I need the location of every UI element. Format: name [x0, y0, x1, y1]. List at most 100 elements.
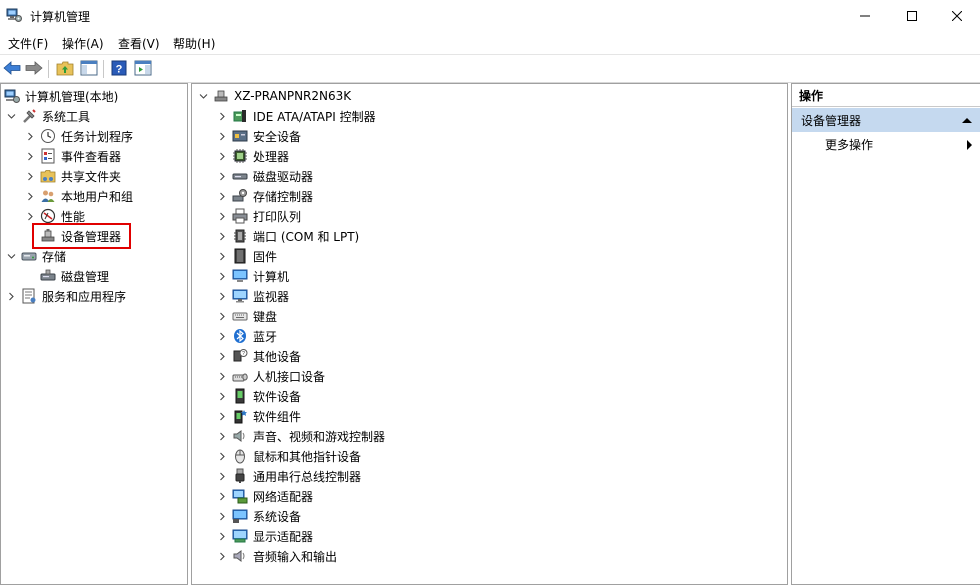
chevron-right-icon[interactable]: [24, 186, 36, 206]
device-category-label: 声音、视频和游戏控制器: [253, 429, 386, 444]
tree-item-root[interactable]: 计算机管理(本地): [4, 86, 118, 106]
up-button[interactable]: [55, 59, 75, 79]
chevron-right-icon[interactable]: [216, 366, 228, 386]
chevron-right-icon[interactable]: [216, 206, 228, 226]
chevron-down-icon[interactable]: [197, 86, 209, 106]
device-category-row[interactable]: 鼠标和其他指针设备: [216, 446, 361, 466]
chevron-right-icon[interactable]: [216, 306, 228, 326]
device-category-row[interactable]: 蓝牙: [216, 326, 277, 346]
device-tree-root[interactable]: XZ-PRANPNR2N63K: [197, 86, 351, 106]
other-device-icon: ?: [232, 348, 248, 364]
chevron-right-icon[interactable]: [216, 146, 228, 166]
chevron-right-icon[interactable]: [216, 346, 228, 366]
device-category-row[interactable]: 系统设备: [216, 506, 301, 526]
chevron-right-icon[interactable]: [216, 426, 228, 446]
device-category-row[interactable]: 监视器: [216, 286, 289, 306]
device-category-row[interactable]: 磁盘驱动器: [216, 166, 313, 186]
chevron-right-icon[interactable]: [216, 266, 228, 286]
device-category-row[interactable]: IDE ATA/ATAPI 控制器: [216, 106, 376, 126]
device-category-row[interactable]: ?其他设备: [216, 346, 301, 366]
device-category-row[interactable]: 打印队列: [216, 206, 301, 226]
more-actions-item[interactable]: 更多操作: [792, 133, 980, 155]
device-category-label: 鼠标和其他指针设备: [253, 449, 362, 464]
collapse-triangle-icon[interactable]: [962, 118, 972, 123]
chevron-right-icon[interactable]: [216, 546, 228, 566]
device-category-row[interactable]: 固件: [216, 246, 277, 266]
device-category-label: 蓝牙: [253, 329, 278, 344]
chevron-right-icon[interactable]: [24, 146, 36, 166]
tree-item-system-tools[interactable]: 系统工具: [5, 106, 90, 126]
actions-section-device-manager[interactable]: 设备管理器: [792, 108, 980, 132]
menu-help[interactable]: 帮助(H): [173, 37, 216, 51]
help-button[interactable]: ?: [109, 59, 129, 79]
chevron-right-icon[interactable]: [216, 226, 228, 246]
device-category-row[interactable]: 键盘: [216, 306, 277, 326]
show-hide-tree-button[interactable]: [79, 59, 99, 79]
maximize-button[interactable]: [889, 0, 935, 31]
device-category-row[interactable]: 通用串行总线控制器: [216, 466, 361, 486]
device-category-row[interactable]: 人机接口设备: [216, 366, 325, 386]
device-category-row[interactable]: 显示适配器: [216, 526, 313, 546]
chevron-right-icon[interactable]: [216, 106, 228, 126]
chevron-right-icon[interactable]: [216, 186, 228, 206]
computer-name: XZ-PRANPNR2N63K: [234, 89, 352, 103]
device-category-label: 存储控制器: [253, 189, 314, 204]
chevron-down-icon[interactable]: [5, 246, 17, 266]
show-hide-action-pane-button[interactable]: [133, 59, 153, 79]
chevron-right-icon[interactable]: [216, 526, 228, 546]
chevron-right-icon[interactable]: [216, 406, 228, 426]
device-category-row[interactable]: 音频输入和输出: [216, 546, 337, 566]
tree-item-event-viewer[interactable]: 事件查看器: [24, 146, 121, 166]
tree-item-storage[interactable]: 存储: [5, 246, 66, 266]
chevron-right-icon[interactable]: [216, 126, 228, 146]
device-category-row[interactable]: 声音、视频和游戏控制器: [216, 426, 385, 446]
users-icon: [40, 188, 56, 204]
chevron-right-icon[interactable]: [5, 286, 17, 306]
menu-file[interactable]: 文件(F): [8, 37, 49, 51]
chevron-right-icon[interactable]: [216, 446, 228, 466]
ide-controller-icon: [232, 108, 248, 124]
chevron-down-icon[interactable]: [5, 106, 17, 126]
device-category-row[interactable]: 网络适配器: [216, 486, 313, 506]
tree-item-services-applications[interactable]: 服务和应用程序: [5, 286, 126, 306]
device-category-row[interactable]: 软件组件: [216, 406, 301, 426]
device-category-row[interactable]: 安全设备: [216, 126, 301, 146]
device-category-label: 软件设备: [253, 389, 302, 404]
chevron-right-icon[interactable]: [24, 206, 36, 226]
chevron-right-icon[interactable]: [24, 126, 36, 146]
tree-item-local-users-groups[interactable]: 本地用户和组: [24, 186, 133, 206]
audio-io-icon: [232, 548, 248, 564]
chevron-right-icon[interactable]: [24, 166, 36, 186]
chevron-right-icon[interactable]: [216, 166, 228, 186]
device-category-row[interactable]: 软件设备: [216, 386, 301, 406]
menu-action[interactable]: 操作(A): [62, 37, 104, 51]
close-icon: [952, 10, 962, 21]
submenu-triangle-icon: [967, 140, 972, 150]
tree-item-label: 系统工具: [42, 109, 91, 124]
device-category-row[interactable]: 存储控制器: [216, 186, 313, 206]
forward-button[interactable]: [24, 59, 44, 79]
close-button[interactable]: [934, 0, 980, 31]
back-button[interactable]: [2, 59, 22, 79]
actions-header: 操作: [792, 84, 980, 107]
device-category-row[interactable]: 处理器: [216, 146, 289, 166]
tree-item-device-manager[interactable]: 设备管理器: [40, 226, 121, 246]
device-category-row[interactable]: 端口 (COM 和 LPT): [216, 226, 359, 246]
tree-item-performance[interactable]: 性能: [24, 206, 85, 226]
chevron-right-icon[interactable]: [216, 326, 228, 346]
chevron-right-icon[interactable]: [216, 386, 228, 406]
chevron-right-icon[interactable]: [216, 286, 228, 306]
device-category-label: 监视器: [253, 289, 290, 304]
chevron-right-icon[interactable]: [216, 246, 228, 266]
tree-item-shared-folders[interactable]: 共享文件夹: [24, 166, 121, 186]
chevron-right-icon[interactable]: [216, 466, 228, 486]
tree-item-task-scheduler[interactable]: 任务计划程序: [24, 126, 133, 146]
chevron-right-icon[interactable]: [216, 506, 228, 526]
tree-item-disk-management[interactable]: 磁盘管理: [40, 266, 109, 286]
minimize-button[interactable]: [842, 0, 888, 31]
sound-icon: [232, 428, 248, 444]
chevron-right-icon[interactable]: [216, 486, 228, 506]
menu-bar: 文件(F) 操作(A) 查看(V) 帮助(H): [0, 31, 980, 53]
menu-view[interactable]: 查看(V): [118, 37, 160, 51]
device-category-row[interactable]: 计算机: [216, 266, 289, 286]
